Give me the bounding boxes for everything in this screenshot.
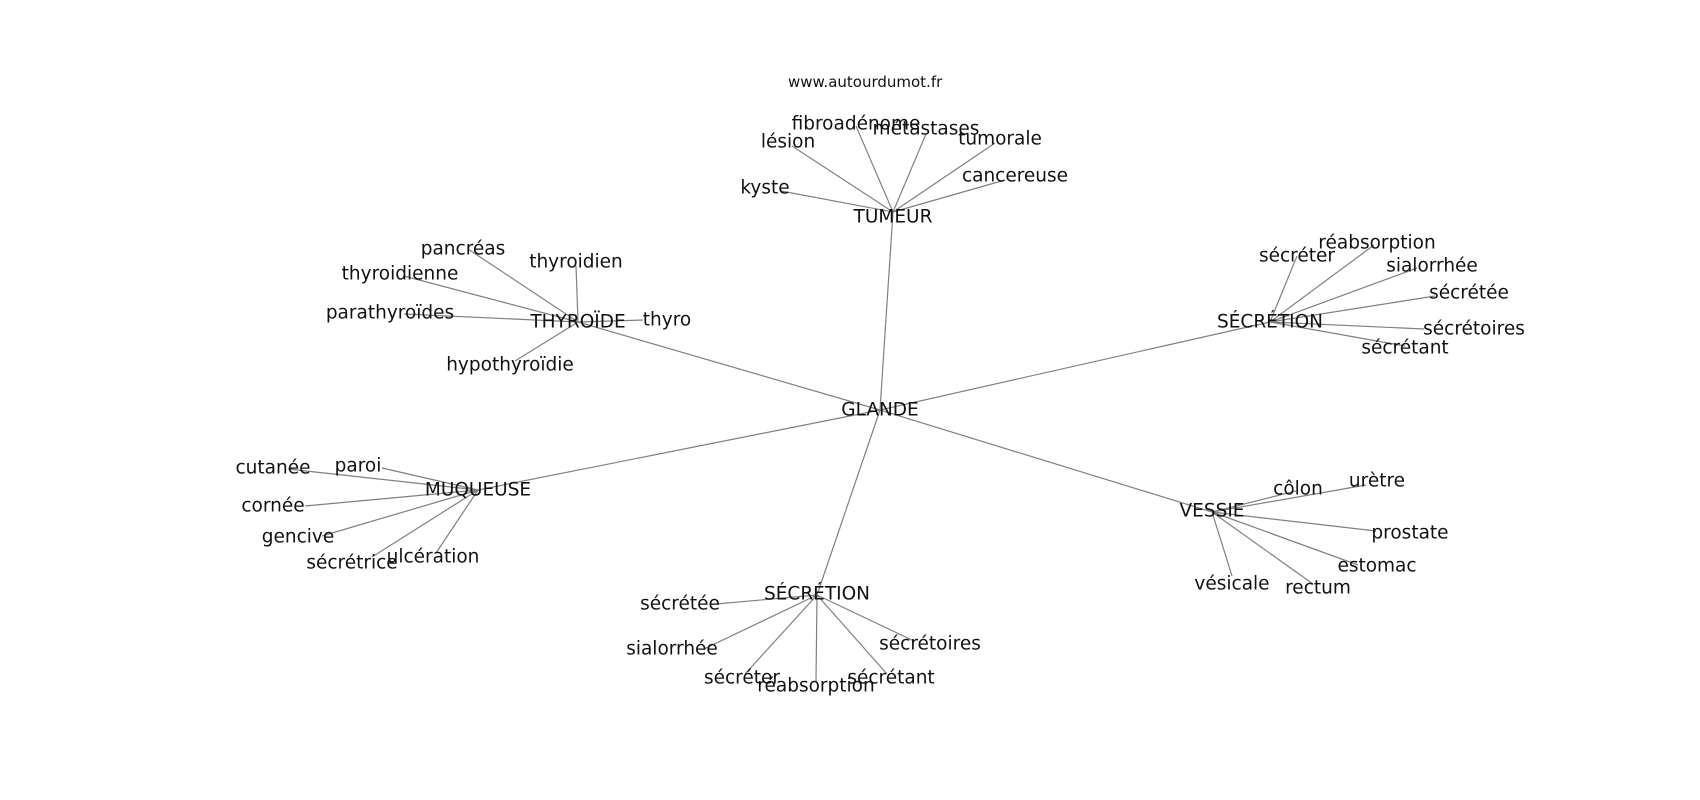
edge-hub-to-leaf xyxy=(403,313,579,323)
edge-root-to-hub xyxy=(577,321,881,411)
leaf-node-label: sécrétée xyxy=(1429,283,1509,304)
edge-hub-to-leaf xyxy=(575,265,579,323)
leaf-node-label: estomac xyxy=(1337,556,1416,577)
leaf-node-label: sécrétoires xyxy=(879,634,981,655)
edges-layer xyxy=(287,125,1436,683)
leaf-node-label: côlon xyxy=(1273,479,1323,500)
leaf-node-label: paroi xyxy=(335,456,382,477)
edge-hub-to-leaf xyxy=(780,190,894,213)
edge-hub-to-leaf xyxy=(892,179,1006,213)
leaf-node-label: hypothyroïdie xyxy=(446,355,574,376)
edge-hub-to-leaf xyxy=(703,594,818,650)
edge-hub-to-leaf xyxy=(1269,255,1298,323)
leaf-node-label: ulcération xyxy=(387,547,480,568)
leaf-node-label: sécrétrice xyxy=(306,553,397,574)
edge-hub-to-leaf xyxy=(815,594,818,683)
leaf-node-label: sécrétoires xyxy=(1423,319,1525,340)
edge-hub-to-leaf xyxy=(1211,484,1367,513)
edge-hub-to-leaf xyxy=(892,133,927,213)
edge-hub-to-leaf xyxy=(371,489,479,558)
leaf-node-label: lésion xyxy=(761,132,815,153)
edge-hub-to-leaf xyxy=(816,594,888,675)
leaf-node-label: sialorrhée xyxy=(1386,256,1478,277)
edge-hub-to-leaf xyxy=(1269,295,1436,323)
edge-hub-to-leaf xyxy=(381,467,479,491)
edge-hub-to-leaf xyxy=(1269,267,1418,323)
hub-node-label: SÉCRÉTION xyxy=(1217,311,1323,333)
edge-root-to-hub xyxy=(879,321,1271,411)
edge-hub-to-leaf xyxy=(577,319,644,323)
leaf-node-label: gencive xyxy=(262,527,335,548)
leaf-node-label: métastases xyxy=(873,119,980,140)
leaf-node-label: parathyroïdes xyxy=(326,303,454,324)
leaf-node-label: thyro xyxy=(643,310,691,331)
edge-root-to-hub xyxy=(879,211,894,411)
edge-hub-to-leaf xyxy=(744,594,818,675)
edge-hub-to-leaf xyxy=(791,145,894,213)
edge-hub-to-leaf xyxy=(892,142,996,213)
leaf-node-label: pancréas xyxy=(421,239,506,260)
edge-hub-to-leaf xyxy=(1211,511,1314,585)
edge-hub-to-leaf xyxy=(1211,511,1377,532)
leaf-node-label: rectum xyxy=(1285,578,1351,599)
edge-hub-to-leaf xyxy=(435,489,479,554)
edge-hub-to-leaf xyxy=(1269,321,1425,330)
edge-root-to-hub xyxy=(816,409,881,596)
leaf-node-label: cancereuse xyxy=(962,166,1068,187)
leaf-node-label: kyste xyxy=(740,178,789,199)
edge-hub-to-leaf xyxy=(304,489,479,507)
leaf-node-label: réabsorption xyxy=(757,676,874,697)
edge-hub-to-leaf xyxy=(1211,511,1233,577)
leaf-node-label: fibroadénome xyxy=(792,114,921,135)
leaf-node-label: sécréter xyxy=(1259,246,1335,267)
edge-hub-to-leaf xyxy=(1211,511,1359,566)
hub-node-label: THYROÏDE xyxy=(529,312,625,333)
hub-node-label: TUMEUR xyxy=(853,207,933,228)
leaf-node-label: tumorale xyxy=(958,129,1042,150)
edge-hub-to-leaf xyxy=(403,275,579,323)
edge-root-to-hub xyxy=(477,409,881,491)
edge-hub-to-leaf xyxy=(321,489,479,537)
edge-hub-to-leaf xyxy=(467,248,579,323)
edge-hub-to-leaf xyxy=(287,468,479,491)
edge-hub-to-leaf xyxy=(514,321,579,362)
edge-hub-to-leaf xyxy=(816,594,915,642)
leaf-node-label: sécrétant xyxy=(847,668,934,689)
hub-node-label: SÉCRÉTION xyxy=(764,583,870,605)
watermark-text: www.autourdumot.fr xyxy=(788,73,943,91)
leaf-node-label: vésicale xyxy=(1194,574,1269,595)
edge-hub-to-leaf xyxy=(855,125,894,213)
leaf-node-label: sialorrhée xyxy=(626,639,718,660)
leaf-node-label: thyroidien xyxy=(529,252,623,273)
edge-hub-to-leaf xyxy=(1269,244,1375,323)
edge-hub-to-leaf xyxy=(715,594,818,605)
hub-node-label: MUQUEUSE xyxy=(425,480,531,501)
leaf-node-label: cutanée xyxy=(236,458,311,479)
root-node-label: GLANDE xyxy=(841,400,919,421)
leaf-node-label: thyroidienne xyxy=(342,264,459,285)
edge-root-to-hub xyxy=(879,409,1213,513)
edge-hub-to-leaf xyxy=(1211,490,1297,513)
leaf-node-label: sécréter xyxy=(704,668,780,689)
leaf-node-label: réabsorption xyxy=(1318,233,1435,254)
leaf-node-label: cornée xyxy=(241,496,304,517)
leaf-node-label: sécrétée xyxy=(640,594,720,615)
edge-hub-to-leaf xyxy=(1269,321,1406,347)
leaf-node-label: prostate xyxy=(1371,523,1448,544)
hub-node-label: VESSIE xyxy=(1180,501,1245,522)
leaf-node-label: sécrétant xyxy=(1361,338,1448,359)
leaf-node-label: urètre xyxy=(1349,471,1405,492)
